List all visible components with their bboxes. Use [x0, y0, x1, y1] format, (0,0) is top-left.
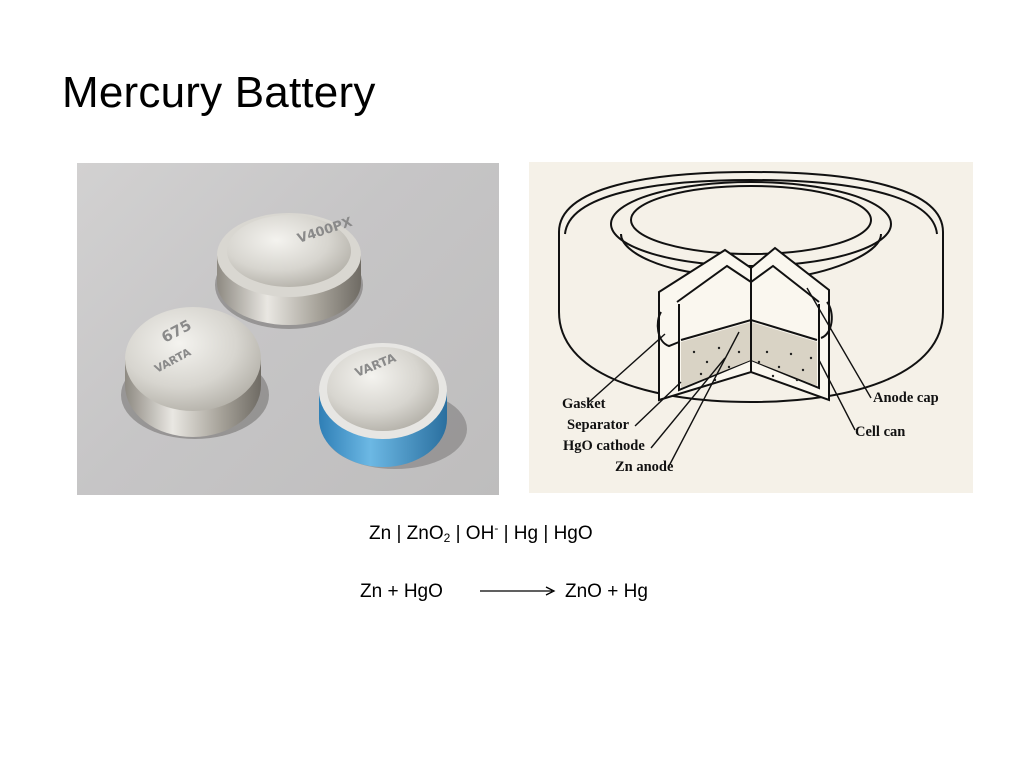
slide-title: Mercury Battery [62, 68, 376, 117]
label-hgo-cathode: HgO cathode [563, 438, 645, 454]
label-separator: Separator [567, 417, 630, 433]
reaction-arrow-icon [480, 586, 556, 596]
cell-notation: Zn | ZnO2 | OH- | Hg | HgO [369, 521, 593, 545]
reaction-reactants: Zn + HgO [360, 581, 443, 602]
button-cell-left: 675 VARTA [121, 307, 269, 439]
label-gasket: Gasket [562, 396, 606, 412]
reaction-products: ZnO + Hg [565, 581, 648, 602]
mercury-cell-cutaway-diagram: Gasket Separator HgO cathode Zn anode An… [529, 162, 973, 493]
label-zn-anode: Zn anode [615, 459, 674, 475]
label-anode-cap: Anode cap [873, 390, 939, 406]
button-cell-back: V400PX [215, 213, 363, 329]
button-cells-photo: V400PX 675 VARTA VARTA [77, 163, 499, 495]
label-cell-can: Cell can [855, 424, 906, 440]
button-cell-blue: VARTA [319, 343, 467, 469]
